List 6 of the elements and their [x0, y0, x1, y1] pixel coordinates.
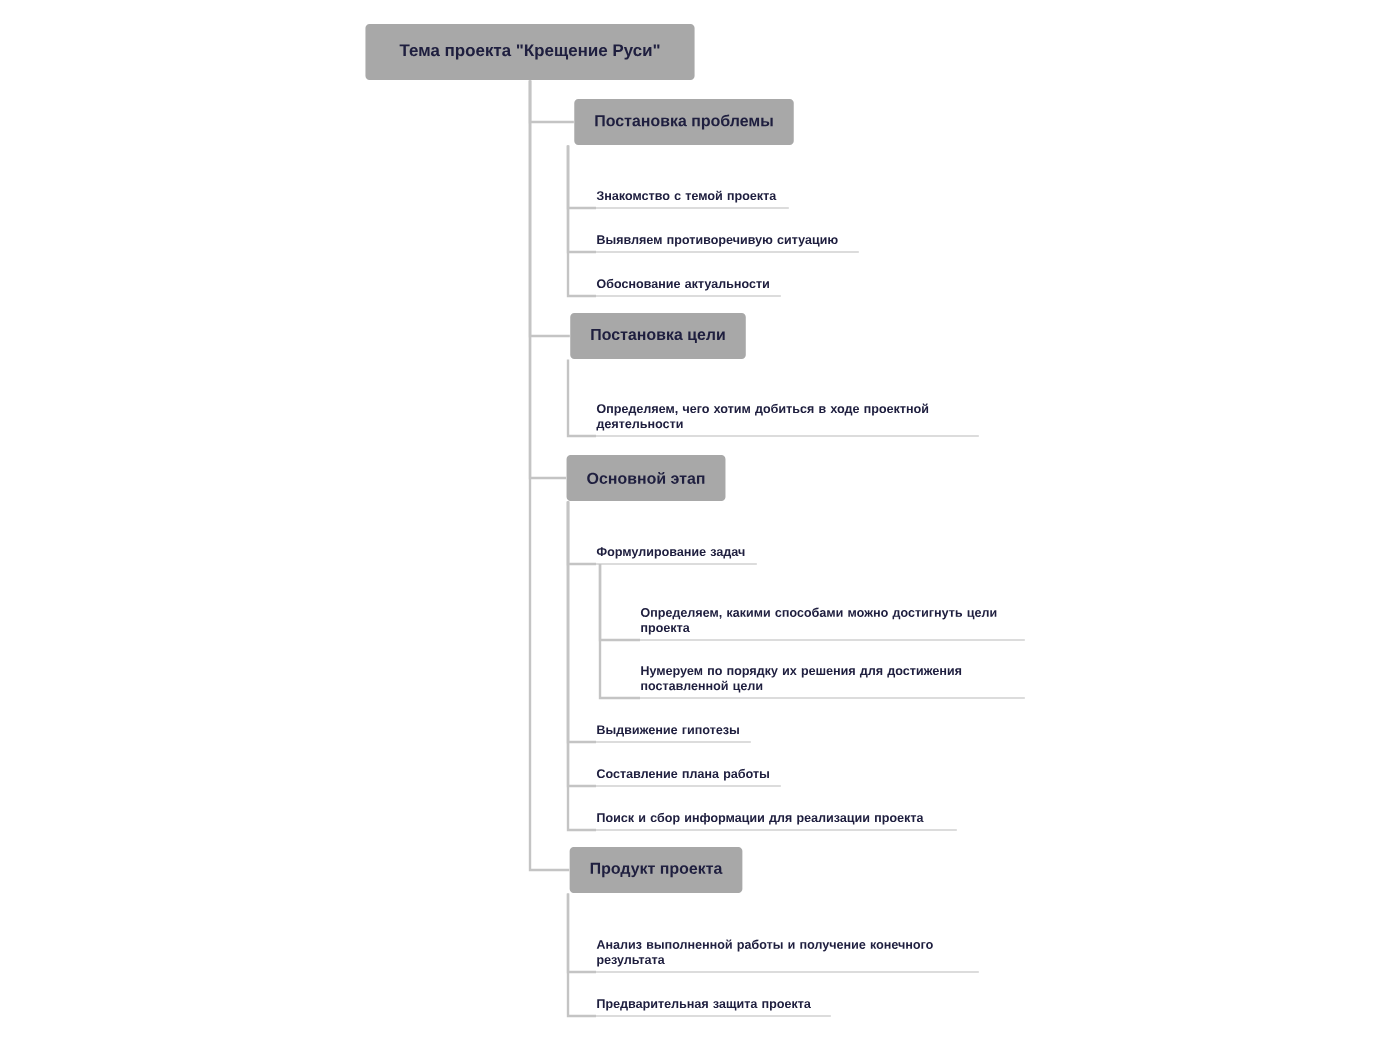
- connector: [566, 359, 596, 438]
- connector: [566, 145, 596, 298]
- topic-box: Тема проекта "Крещение Руси": [365, 24, 695, 80]
- connector: [598, 564, 640, 700]
- connector: [528, 80, 570, 872]
- connector: [566, 893, 596, 1018]
